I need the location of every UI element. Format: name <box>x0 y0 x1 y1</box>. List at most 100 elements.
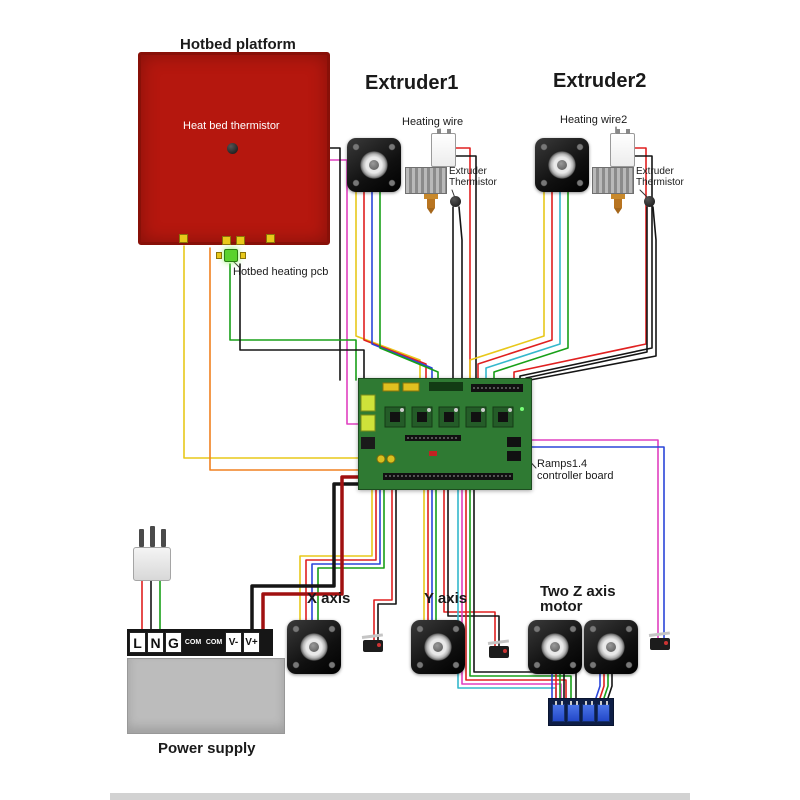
hotbed-title: Hotbed platform <box>180 36 296 53</box>
bottom-strip <box>110 793 690 800</box>
ramps-label-line1: Ramps1.4 <box>537 458 588 470</box>
power-plug <box>133 547 171 581</box>
hotbed-heating-pcb-pad <box>240 252 246 259</box>
z-axis-motor-1 <box>528 620 582 674</box>
wire <box>458 206 463 381</box>
hotbed-heating-pcb-pad <box>216 252 222 259</box>
plug-prong <box>161 529 166 547</box>
wire <box>363 191 427 381</box>
extruder2-thermistor-label: Extruder Thermistor <box>636 166 684 188</box>
wire <box>519 155 653 381</box>
hotbed-platform <box>138 52 330 245</box>
hotbed-pad <box>236 236 245 245</box>
z-board-terminal <box>567 701 580 722</box>
pin-headers <box>383 435 513 480</box>
plug-prong <box>150 526 155 547</box>
z-axis-label-line1: Two Z axis <box>540 583 616 600</box>
hotbed-heating-pcb <box>216 249 246 262</box>
wire <box>229 263 357 381</box>
y-axis-motor <box>411 620 465 674</box>
extruder2-thermistor-line2: Thermistor <box>636 177 684 188</box>
extruder1-thermistor-dot <box>450 196 461 207</box>
terminal-N: N <box>147 632 164 653</box>
hotbed-pad <box>266 234 275 243</box>
z-axis-label-line2: motor <box>540 598 583 615</box>
extruder1-title: Extruder1 <box>365 72 459 94</box>
wire <box>485 191 561 381</box>
extruder1-stepper-motor <box>347 138 401 192</box>
z-board-terminal <box>597 701 610 722</box>
wire <box>531 446 665 641</box>
extruder1-thermistor-line1: Extruder <box>449 166 487 177</box>
psu-terminal-block: L N G COM COM V- V+ <box>127 629 273 656</box>
wire <box>469 489 572 701</box>
wire <box>377 489 397 641</box>
wire <box>183 245 361 459</box>
z-board-terminal <box>582 701 595 722</box>
z-axis-endstop <box>650 638 670 650</box>
capacitors <box>376 407 524 464</box>
z-board-terminal <box>552 701 565 722</box>
ramps-board-detail <box>360 382 524 480</box>
terminal-COM: COM <box>205 639 223 646</box>
terminal-G: G <box>165 632 182 653</box>
wire <box>477 191 553 381</box>
extruder2-thermistor-dot <box>644 196 655 207</box>
y-axis-endstop <box>489 646 509 658</box>
heat-bed-thermistor-label: Heat bed thermistor <box>183 120 280 132</box>
power-terminals <box>360 394 376 449</box>
z-axis-motor-2 <box>584 620 638 674</box>
ramps-controller-board <box>358 378 532 490</box>
wire <box>465 489 567 701</box>
extruder1-heating-cartridge <box>431 129 456 167</box>
stepper-driver-modules <box>384 406 514 428</box>
x-axis-endstop <box>363 640 383 652</box>
wire <box>209 247 361 471</box>
wire <box>239 263 365 381</box>
wire <box>469 191 545 381</box>
wire <box>599 673 605 699</box>
x-axis-label: X axis <box>307 590 351 607</box>
wire <box>531 439 659 641</box>
extruder2-nozzle <box>611 194 625 214</box>
terminal-end-cap <box>261 632 271 653</box>
ramps-label: Ramps1.4 controller board <box>537 458 613 482</box>
wire <box>607 673 613 699</box>
power-supply-label: Power supply <box>158 740 256 757</box>
extruder2-stepper-motor <box>535 138 589 192</box>
wire <box>355 191 421 381</box>
terminal-COM: COM <box>184 639 202 646</box>
extruder2-thermistor-line1: Extruder <box>636 166 674 177</box>
hotbed-pad <box>179 234 188 243</box>
wire <box>455 147 471 381</box>
hotbed-heating-pcb-label: Hotbed heating pcb <box>233 266 329 278</box>
wire <box>329 159 361 425</box>
leader-line <box>232 260 241 269</box>
wire <box>461 489 562 701</box>
mosfets <box>507 437 521 461</box>
wire <box>529 206 657 381</box>
extruder1-heatsink <box>405 167 447 194</box>
heating-wire2-label: Heating wire2 <box>560 114 628 126</box>
heat-bed-thermistor-dot <box>227 143 238 154</box>
wire <box>493 191 569 381</box>
wire <box>371 191 433 381</box>
ramps-label-line2: controller board <box>537 470 614 482</box>
top-connectors <box>382 382 523 392</box>
wire <box>595 673 601 699</box>
terminal-L: L <box>129 632 146 653</box>
y-axis-label: Y axis <box>424 590 468 607</box>
terminal-V+: V+ <box>243 632 260 653</box>
wire <box>379 191 439 381</box>
terminal-V-: V- <box>225 632 242 653</box>
extruder2-title: Extruder2 <box>553 70 647 92</box>
extruder1-thermistor-label: Extruder Thermistor <box>449 166 497 188</box>
power-supply-body <box>127 658 285 734</box>
heating-wire1-label: Heating wire <box>402 116 464 128</box>
wire <box>299 489 373 623</box>
extruder1-nozzle <box>424 194 438 214</box>
wire <box>455 155 477 381</box>
extruder2-heatsink <box>592 167 634 194</box>
wire <box>261 475 362 632</box>
